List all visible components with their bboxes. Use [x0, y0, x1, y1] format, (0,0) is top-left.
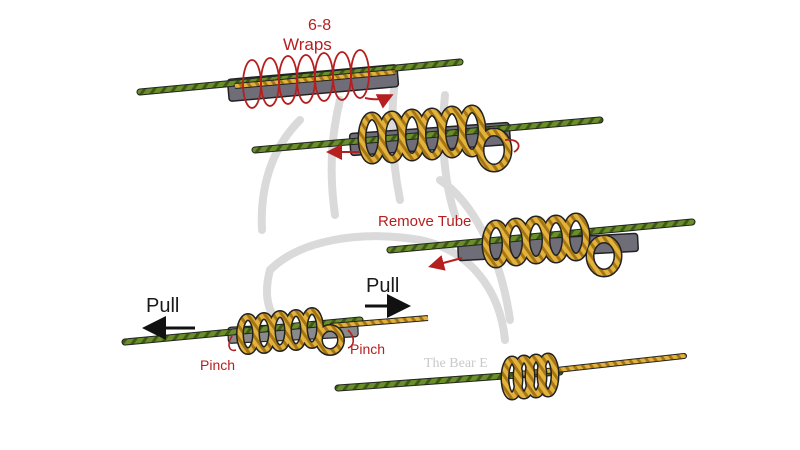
gold-line — [518, 354, 686, 376]
gold-coils — [237, 308, 344, 355]
watermark-text: The Bear E — [424, 356, 488, 371]
step-1-wrap-tube — [136, 49, 464, 109]
pull-right-label: Pull — [366, 275, 400, 297]
gold-coils — [483, 214, 621, 276]
pull-left-label: Pull — [146, 295, 180, 317]
green-line — [252, 117, 603, 153]
green-line — [137, 59, 463, 95]
wrap-direction-arrow — [364, 94, 394, 109]
wraps-label: Wraps — [283, 35, 332, 54]
green-line — [387, 219, 695, 253]
gold-tag-end — [329, 316, 429, 328]
pinch-left-mark — [228, 335, 237, 352]
step-5-finished-knot — [334, 352, 687, 401]
pinch-right-mark — [347, 329, 355, 349]
wraps-count-label: 6-8 — [308, 17, 332, 34]
remove-tube-arrow — [428, 255, 463, 271]
pinch-right-label: Pinch — [350, 341, 386, 357]
step-3-remove-tube — [386, 212, 696, 278]
knot-coils — [502, 354, 558, 399]
step-2-thread-tube — [251, 104, 604, 173]
step-4-pinch-pull — [121, 294, 429, 356]
wrap-loops — [242, 49, 370, 109]
remove-tube-label: Remove Tube — [378, 213, 472, 230]
thread-loop — [504, 138, 520, 153]
pinch-left-label: Pinch — [200, 357, 236, 373]
gold-coils — [359, 106, 511, 171]
